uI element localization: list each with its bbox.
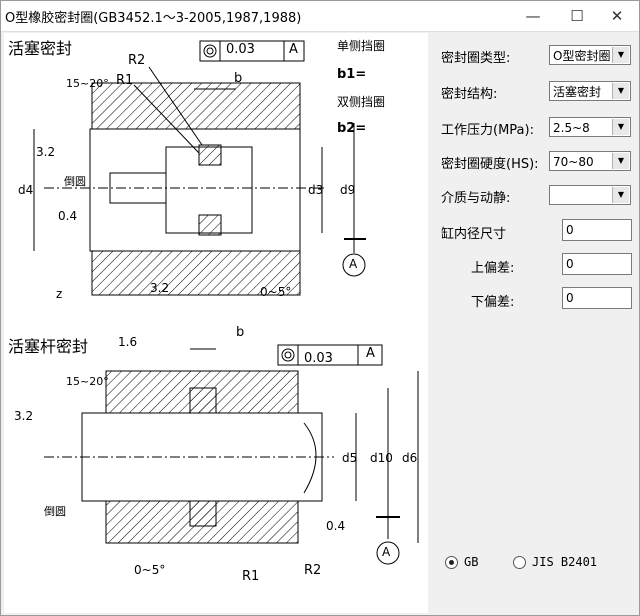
d3-label: d3 xyxy=(308,183,324,197)
pressure-label: 工作压力(MPa): xyxy=(441,123,534,138)
o-ring-top xyxy=(198,144,222,166)
angle-15-20-top: 15~20° xyxy=(66,77,109,90)
rough-16: 1.6 xyxy=(118,335,138,349)
structure-select[interactable]: 活塞密封 ▼ xyxy=(549,81,631,101)
angle-15-20-bottom: 15~20° xyxy=(66,375,109,388)
rough-32-top: 3.2 xyxy=(36,145,56,159)
rough-04-bottom: 0.4 xyxy=(326,519,346,533)
rod-o-ring-top xyxy=(189,387,217,414)
seal-drawing xyxy=(33,40,419,565)
angle-0-5-bottom: 0~5° xyxy=(134,563,166,577)
title-bar[interactable]: O型橡胶密封圈(GB3452.1～3-2005,1987,1988) — ☐ ✕ xyxy=(1,1,639,32)
rough-32-mid: 3.2 xyxy=(150,281,170,295)
lower-deviation-input[interactable]: 0 xyxy=(562,287,632,309)
chamfer-label-top: 倒圆 xyxy=(64,175,86,188)
tolerance-value-top: 0.03 xyxy=(226,42,255,57)
rod-seal-figure xyxy=(44,344,419,565)
piston-seal-title: 活塞密封 xyxy=(8,39,73,58)
standard-gb-radio[interactable]: GB xyxy=(445,555,478,569)
chevron-down-icon: ▼ xyxy=(612,153,629,169)
pressure-select[interactable]: 2.5~8 ▼ xyxy=(549,117,631,137)
d4-label: d4 xyxy=(18,183,34,197)
radio-selected-icon xyxy=(445,555,458,569)
r2-label-top: R2 xyxy=(128,53,146,68)
chevron-down-icon: ▼ xyxy=(612,47,629,63)
medium-label: 介质与动静: xyxy=(441,191,511,206)
d9-label: d9 xyxy=(340,183,356,197)
tolerance-value-bottom: 0.03 xyxy=(304,351,333,366)
seal-type-select[interactable]: O型密封圈 ▼ xyxy=(549,45,631,65)
minimize-button[interactable]: — xyxy=(525,7,541,25)
bore-input[interactable]: 0 xyxy=(562,219,632,241)
piston-seal-figure xyxy=(33,40,366,296)
structure-label: 密封结构: xyxy=(441,87,498,102)
d6-label: d6 xyxy=(402,451,418,465)
single-retainer-label: 单侧挡圈 xyxy=(337,39,386,53)
d5-label: d5 xyxy=(342,451,358,465)
leader-r2 xyxy=(148,66,203,146)
seal-type-value: O型密封圈 xyxy=(553,49,611,63)
standard-jis-radio[interactable]: JIS B2401 xyxy=(513,555,597,569)
cylinder-wall-top xyxy=(91,82,301,130)
rod-seal-title: 活塞杆密封 xyxy=(8,337,89,356)
tolerance-datum-top: A xyxy=(289,42,298,57)
tolerance-frame-bottom xyxy=(277,344,383,366)
close-button[interactable]: ✕ xyxy=(610,7,624,25)
concentricity-icon xyxy=(203,44,217,58)
z-label: z xyxy=(56,287,63,301)
datum-a-label: A xyxy=(349,257,358,271)
hardness-label: 密封圈硬度(HS): xyxy=(441,157,539,172)
rod-o-ring-bottom xyxy=(189,500,217,527)
hardness-value: 70~80 xyxy=(553,155,594,169)
lower-deviation-label: 下偏差: xyxy=(471,295,515,310)
concentricity-icon-bottom xyxy=(281,348,295,362)
chamfer-label-bottom: 倒圆 xyxy=(44,505,66,518)
chevron-down-icon: ▼ xyxy=(612,119,629,135)
structure-value: 活塞密封 xyxy=(553,85,602,99)
r1-label-bottom: R1 xyxy=(242,569,260,584)
rough-32-bottom: 3.2 xyxy=(14,409,34,423)
medium-select[interactable]: ▼ xyxy=(549,185,631,205)
hardness-select[interactable]: 70~80 ▼ xyxy=(549,151,631,171)
tolerance-frame-top xyxy=(199,40,305,62)
standard-jis-label: JIS B2401 xyxy=(532,555,598,569)
chevron-down-icon: ▼ xyxy=(612,83,629,99)
upper-deviation-input[interactable]: 0 xyxy=(562,253,632,275)
datum-b-label: A xyxy=(382,545,391,559)
radio-unselected-icon xyxy=(513,555,526,569)
b1-label: b1= xyxy=(337,67,367,82)
seal-drawing-panel: 活塞密封 活塞杆密封 0.03 A 0.03 A 单侧挡圈 b1= 双侧挡圈 b… xyxy=(4,33,428,613)
window-title: O型橡胶密封圈(GB3452.1～3-2005,1987,1988) xyxy=(5,11,302,26)
chevron-down-icon: ▼ xyxy=(612,187,629,203)
b2-label: b2= xyxy=(337,121,367,136)
r2-label-bottom: R2 xyxy=(304,563,322,578)
datum-b-circle xyxy=(376,541,400,565)
maximize-button[interactable]: ☐ xyxy=(570,7,584,25)
concentricity-icon-inner xyxy=(206,47,214,55)
rod-break xyxy=(303,422,317,494)
upper-deviation-label: 上偏差: xyxy=(471,261,515,276)
bore-label: 缸内径尺寸 xyxy=(441,227,507,242)
angle-0-5-top: 0~5° xyxy=(260,285,292,299)
double-retainer-label: 双侧挡圈 xyxy=(337,95,386,109)
pressure-value: 2.5~8 xyxy=(553,121,590,135)
b-label-top: b xyxy=(234,71,243,86)
b-label-bottom: b xyxy=(236,325,245,340)
o-ring-bottom xyxy=(198,214,222,236)
rough-04-top: 0.4 xyxy=(58,209,78,223)
standard-gb-label: GB xyxy=(464,555,479,569)
leader-r1 xyxy=(133,84,200,154)
d10-label: d10 xyxy=(370,451,393,465)
r1-label-top: R1 xyxy=(116,73,134,88)
tolerance-datum-bottom: A xyxy=(366,346,375,361)
concentricity-icon-bottom-inner xyxy=(284,351,292,359)
datum-a-circle xyxy=(342,253,366,277)
seal-type-label: 密封圈类型: xyxy=(441,51,511,66)
